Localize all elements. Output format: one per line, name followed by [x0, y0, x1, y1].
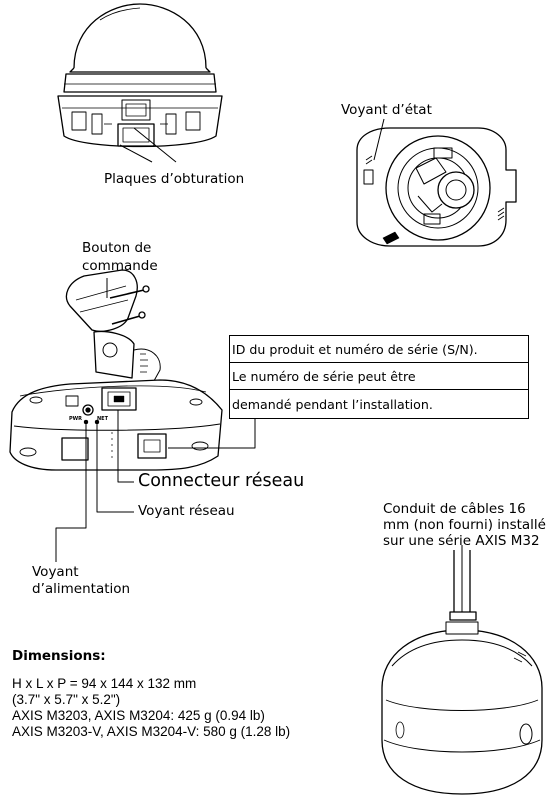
network-led-label: Voyant réseau	[138, 503, 235, 519]
conduit-label-line3: sur une série AXIS M32	[383, 533, 540, 549]
conduit-label-line2: mm (non fourni) installé	[383, 517, 546, 533]
blanking-plates-label: Plaques d’obturation	[104, 171, 245, 187]
power-led-label-line2: d’alimentation	[32, 581, 131, 597]
dimensions-line: H x L x P = 94 x 144 x 132 mm	[12, 676, 197, 691]
dome-camera-drawing	[57, 3, 223, 163]
control-button-label-line2: commande	[82, 258, 158, 274]
top-view-camera-drawing	[356, 118, 517, 247]
dimensions-section: Dimensions: H x L x P = 94 x 144 x 132 m…	[12, 648, 290, 740]
dimensions-line: AXIS M3203, AXIS M3204: 425 g (0.94 lb)	[12, 708, 265, 723]
serial-box-line2: Le numéro de série peut être	[232, 369, 416, 384]
conduit-camera-drawing	[381, 545, 543, 795]
bottom-view-camera-drawing	[9, 269, 256, 562]
serial-box-line1: ID du produit et numéro de série (S/N).	[232, 342, 478, 357]
conduit-label-line1: Conduit de câbles 16	[383, 501, 526, 517]
power-led-label-line1: Voyant	[32, 564, 79, 580]
dimensions-line: (3.7" x 5.7" x 5.2")	[12, 692, 121, 707]
net-mark: NET	[97, 416, 109, 422]
control-button-label-line1: Bouton de	[82, 240, 152, 256]
serial-number-box: ID du produit et numéro de série (S/N). …	[229, 335, 529, 419]
dimensions-heading: Dimensions:	[12, 648, 106, 664]
network-connector-label: Connecteur réseau	[138, 471, 305, 491]
dimensions-line: AXIS M3203-V, AXIS M3204-V: 580 g (1.28 …	[12, 724, 291, 739]
serial-box-line3: demandé pendant l’installation.	[232, 397, 433, 412]
pwr-mark: PWR	[69, 416, 83, 422]
status-led-label: Voyant d’état	[341, 102, 432, 118]
